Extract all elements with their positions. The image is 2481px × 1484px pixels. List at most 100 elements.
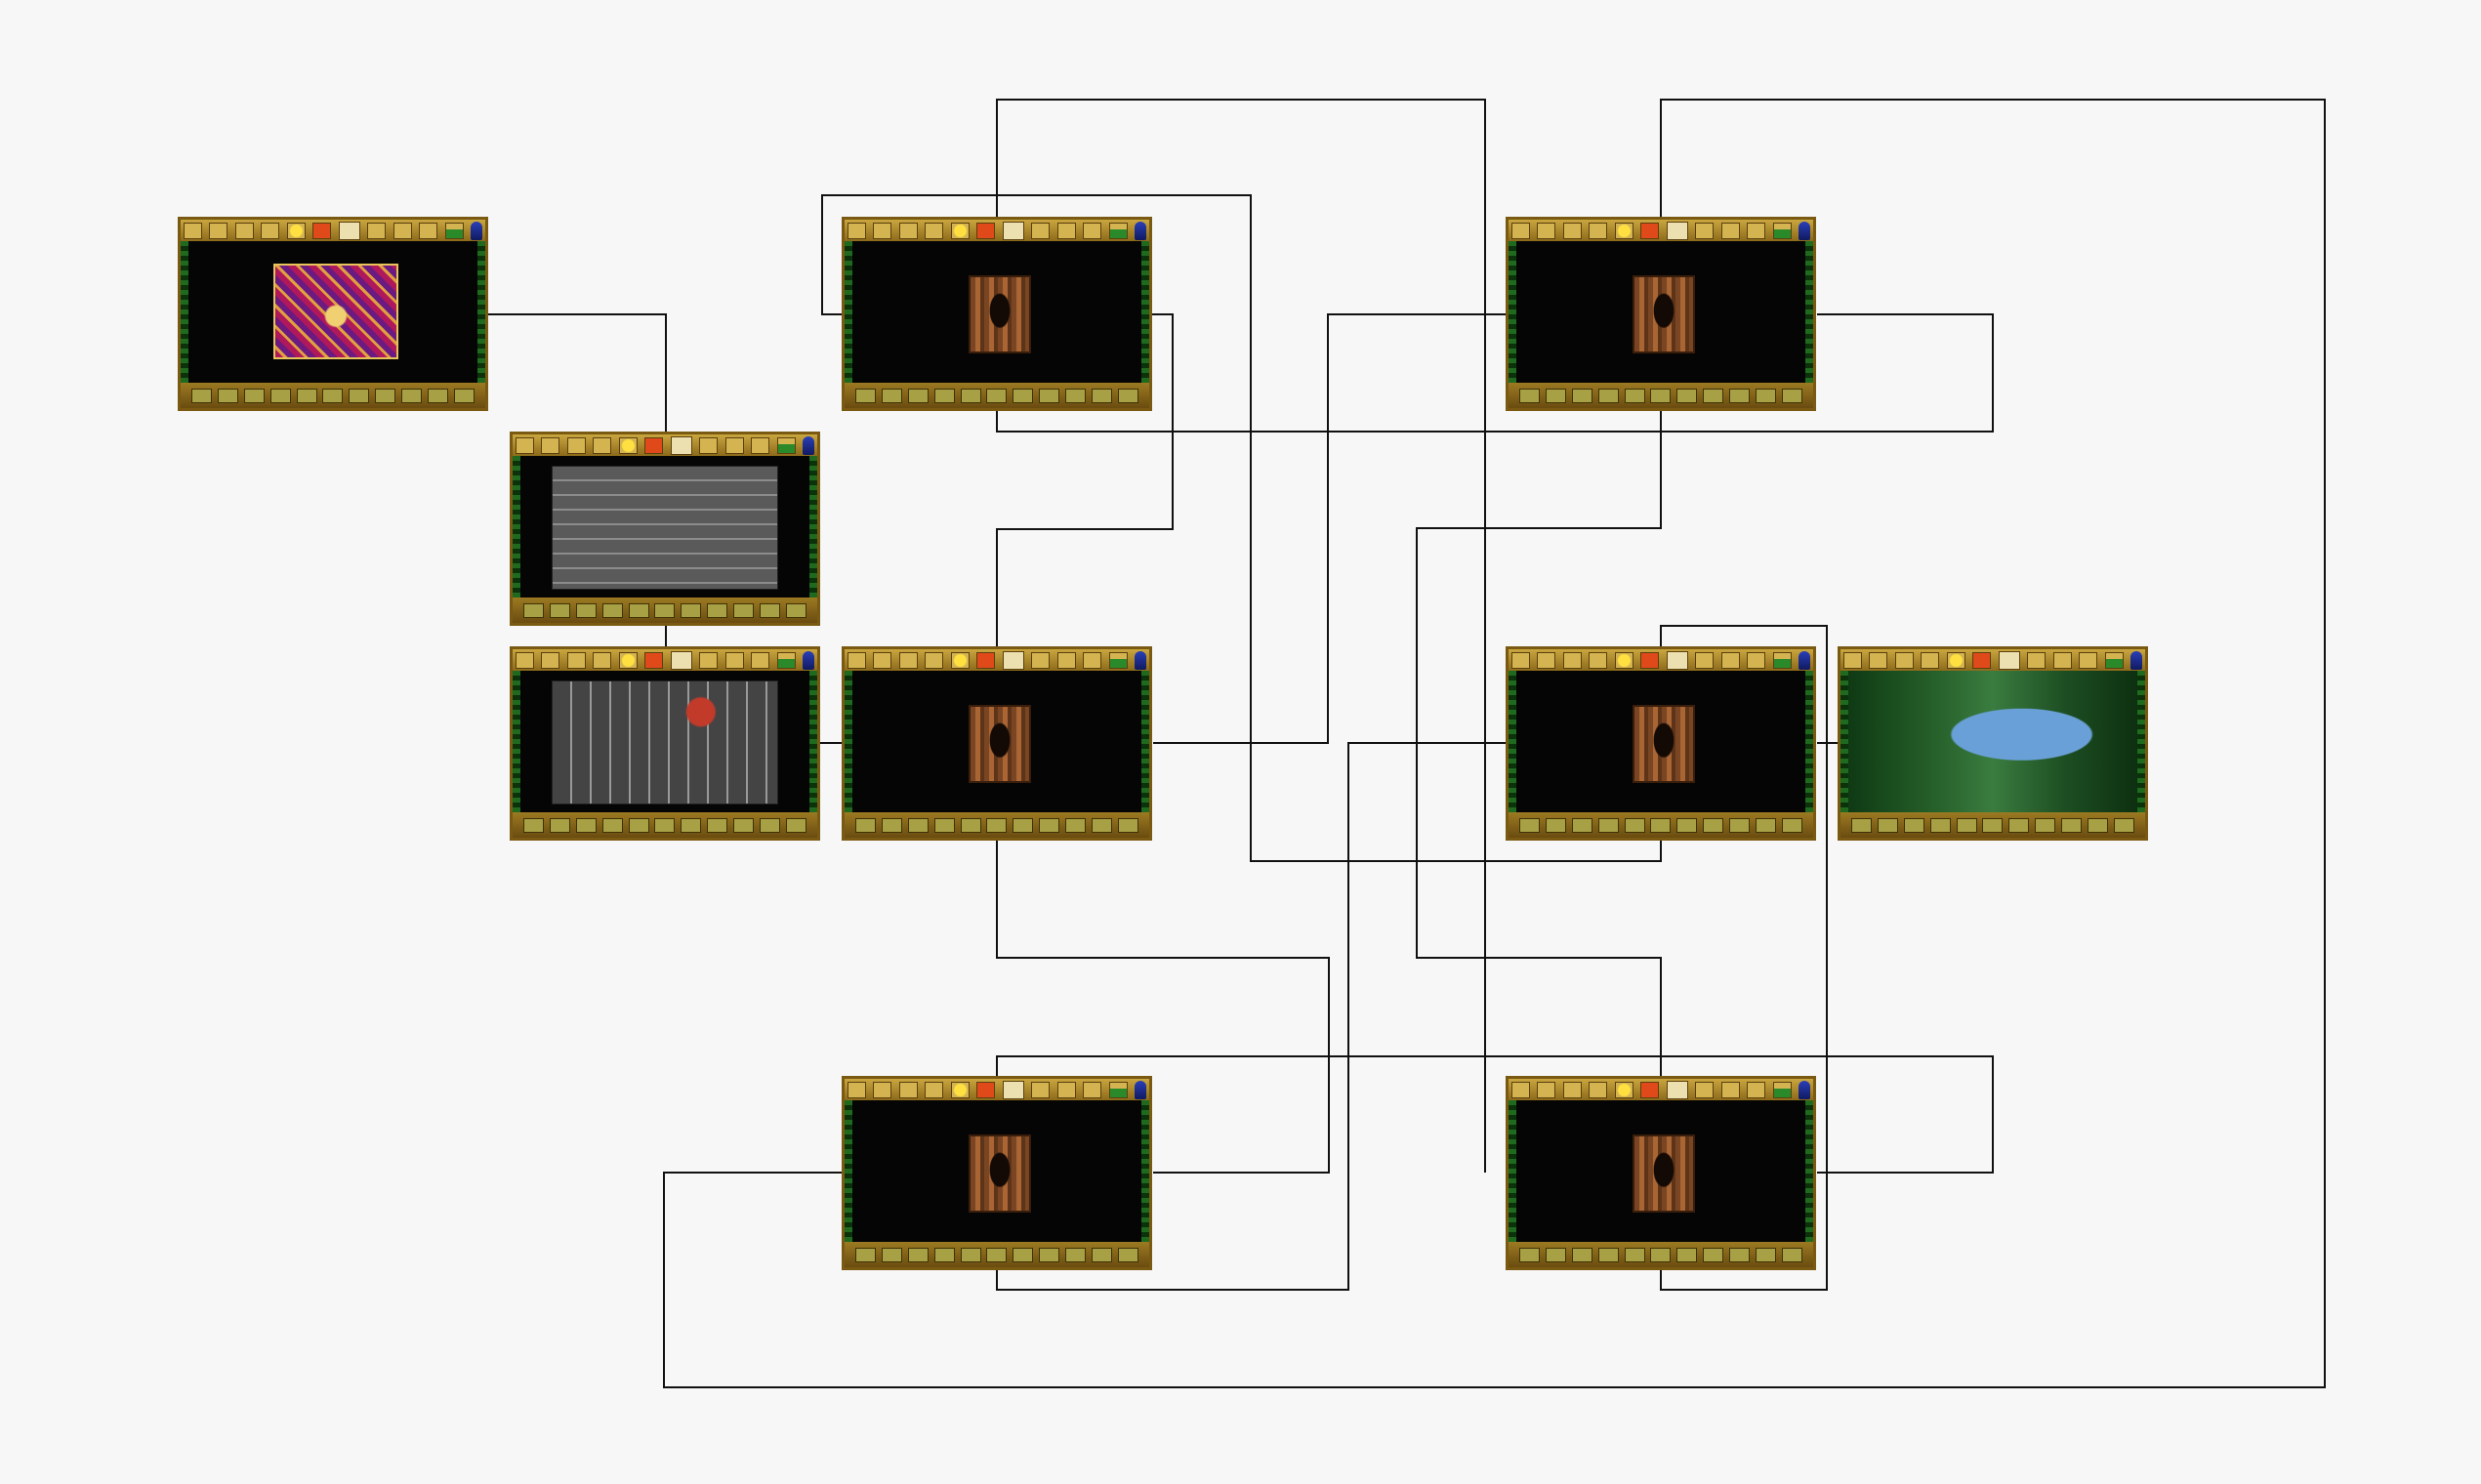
inventory-slot[interactable] bbox=[1571, 1247, 1592, 1262]
figure-icon[interactable] bbox=[898, 1081, 918, 1098]
inventory-slot[interactable] bbox=[1118, 817, 1139, 833]
inventory-slot[interactable] bbox=[654, 817, 676, 833]
inventory-slot[interactable] bbox=[786, 817, 807, 833]
compass-icon[interactable] bbox=[848, 222, 866, 239]
spellbook-icon[interactable] bbox=[1031, 222, 1051, 239]
wizard-icon[interactable] bbox=[1134, 221, 1146, 240]
inventory-slot[interactable] bbox=[549, 602, 570, 618]
inventory-slot[interactable] bbox=[1597, 1247, 1619, 1262]
figure-icon[interactable] bbox=[1562, 1081, 1582, 1098]
inventory-slot[interactable] bbox=[1782, 1247, 1803, 1262]
inventory-slot[interactable] bbox=[1013, 817, 1034, 833]
rune-icon[interactable] bbox=[724, 651, 744, 669]
lamp-icon[interactable] bbox=[1640, 651, 1660, 669]
spellbook-icon[interactable] bbox=[699, 651, 719, 669]
chest-icon[interactable] bbox=[925, 651, 944, 669]
rune-icon[interactable] bbox=[1720, 651, 1740, 669]
wizard-icon[interactable] bbox=[2130, 650, 2142, 670]
inventory-slot[interactable] bbox=[707, 817, 728, 833]
inventory-slot[interactable] bbox=[854, 388, 876, 403]
inventory-slot[interactable] bbox=[1756, 1247, 1777, 1262]
scroll-icon[interactable] bbox=[670, 650, 692, 670]
harp-icon[interactable] bbox=[419, 222, 438, 239]
game-screen-corridor-a[interactable] bbox=[842, 217, 1152, 411]
door-icon[interactable] bbox=[1537, 1081, 1556, 1098]
gold-coin-icon[interactable] bbox=[950, 222, 970, 239]
inventory-slot[interactable] bbox=[907, 817, 929, 833]
gold-coin-icon[interactable] bbox=[618, 651, 638, 669]
wizard-icon[interactable] bbox=[1134, 650, 1146, 670]
wizard-icon[interactable] bbox=[1798, 221, 1810, 240]
inventory-slot[interactable] bbox=[733, 602, 755, 618]
inventory-slot[interactable] bbox=[1545, 388, 1566, 403]
scroll-icon[interactable] bbox=[1998, 650, 2020, 670]
inventory-slot[interactable] bbox=[1545, 1247, 1566, 1262]
inventory-slot[interactable] bbox=[2088, 817, 2109, 833]
inventory-slot[interactable] bbox=[1729, 1247, 1751, 1262]
inventory-slot[interactable] bbox=[760, 817, 781, 833]
gold-coin-icon[interactable] bbox=[1614, 222, 1633, 239]
inventory-slot[interactable] bbox=[1850, 817, 1872, 833]
inventory-slot[interactable] bbox=[522, 817, 544, 833]
game-screen-forest-exit[interactable] bbox=[1838, 646, 2148, 841]
inventory-slot[interactable] bbox=[1092, 1247, 1113, 1262]
lamp-icon[interactable] bbox=[976, 1081, 996, 1098]
inventory-slot[interactable] bbox=[1624, 388, 1645, 403]
inventory-slot[interactable] bbox=[1650, 817, 1672, 833]
spellbook-icon[interactable] bbox=[1695, 651, 1715, 669]
game-screen-corridor-d[interactable] bbox=[1506, 646, 1816, 841]
gold-coin-icon[interactable] bbox=[950, 1081, 970, 1098]
inventory-slot[interactable] bbox=[933, 388, 955, 403]
figure-icon[interactable] bbox=[566, 651, 586, 669]
inventory-slot[interactable] bbox=[2061, 817, 2083, 833]
inventory-slot[interactable] bbox=[2114, 817, 2135, 833]
inventory-slot[interactable] bbox=[1756, 388, 1777, 403]
spellbook-icon[interactable] bbox=[699, 436, 719, 454]
inventory-slot[interactable] bbox=[881, 388, 902, 403]
inventory-slot[interactable] bbox=[2008, 817, 2030, 833]
inventory-slot[interactable] bbox=[1545, 817, 1566, 833]
inventory-slot[interactable] bbox=[296, 388, 317, 403]
scroll-icon[interactable] bbox=[1666, 650, 1688, 670]
inventory-slot[interactable] bbox=[1956, 817, 1977, 833]
inventory-slot[interactable] bbox=[454, 388, 476, 403]
inventory-slot[interactable] bbox=[628, 817, 649, 833]
inventory-slot[interactable] bbox=[322, 388, 344, 403]
inventory-slot[interactable] bbox=[628, 602, 649, 618]
flask-icon[interactable] bbox=[776, 436, 796, 454]
compass-icon[interactable] bbox=[848, 1081, 866, 1098]
harp-icon[interactable] bbox=[1083, 1081, 1102, 1098]
inventory-slot[interactable] bbox=[1703, 817, 1724, 833]
harp-icon[interactable] bbox=[751, 436, 770, 454]
lamp-icon[interactable] bbox=[1640, 1081, 1660, 1098]
rune-icon[interactable] bbox=[393, 222, 412, 239]
inventory-slot[interactable] bbox=[1118, 388, 1139, 403]
wizard-icon[interactable] bbox=[470, 221, 482, 240]
flask-icon[interactable] bbox=[1772, 651, 1792, 669]
wizard-icon[interactable] bbox=[1798, 650, 1810, 670]
door-icon[interactable] bbox=[541, 436, 560, 454]
inventory-slot[interactable] bbox=[933, 1247, 955, 1262]
inventory-slot[interactable] bbox=[1676, 817, 1698, 833]
inventory-slot[interactable] bbox=[1676, 388, 1698, 403]
chest-icon[interactable] bbox=[261, 222, 280, 239]
door-icon[interactable] bbox=[873, 1081, 892, 1098]
rune-icon[interactable] bbox=[1056, 222, 1076, 239]
inventory-slot[interactable] bbox=[243, 388, 265, 403]
inventory-slot[interactable] bbox=[1703, 388, 1724, 403]
inventory-slot[interactable] bbox=[1518, 388, 1540, 403]
door-icon[interactable] bbox=[873, 222, 892, 239]
inventory-slot[interactable] bbox=[575, 817, 597, 833]
inventory-slot[interactable] bbox=[1039, 1247, 1060, 1262]
inventory-slot[interactable] bbox=[1518, 817, 1540, 833]
inventory-slot[interactable] bbox=[986, 1247, 1008, 1262]
game-screen-dungeon-cell[interactable] bbox=[510, 646, 820, 841]
lamp-icon[interactable] bbox=[1972, 651, 1992, 669]
inventory-slot[interactable] bbox=[1571, 817, 1592, 833]
compass-icon[interactable] bbox=[516, 436, 534, 454]
inventory-slot[interactable] bbox=[1703, 1247, 1724, 1262]
inventory-slot[interactable] bbox=[1729, 817, 1751, 833]
flask-icon[interactable] bbox=[444, 222, 464, 239]
compass-icon[interactable] bbox=[1511, 222, 1530, 239]
inventory-slot[interactable] bbox=[1650, 1247, 1672, 1262]
